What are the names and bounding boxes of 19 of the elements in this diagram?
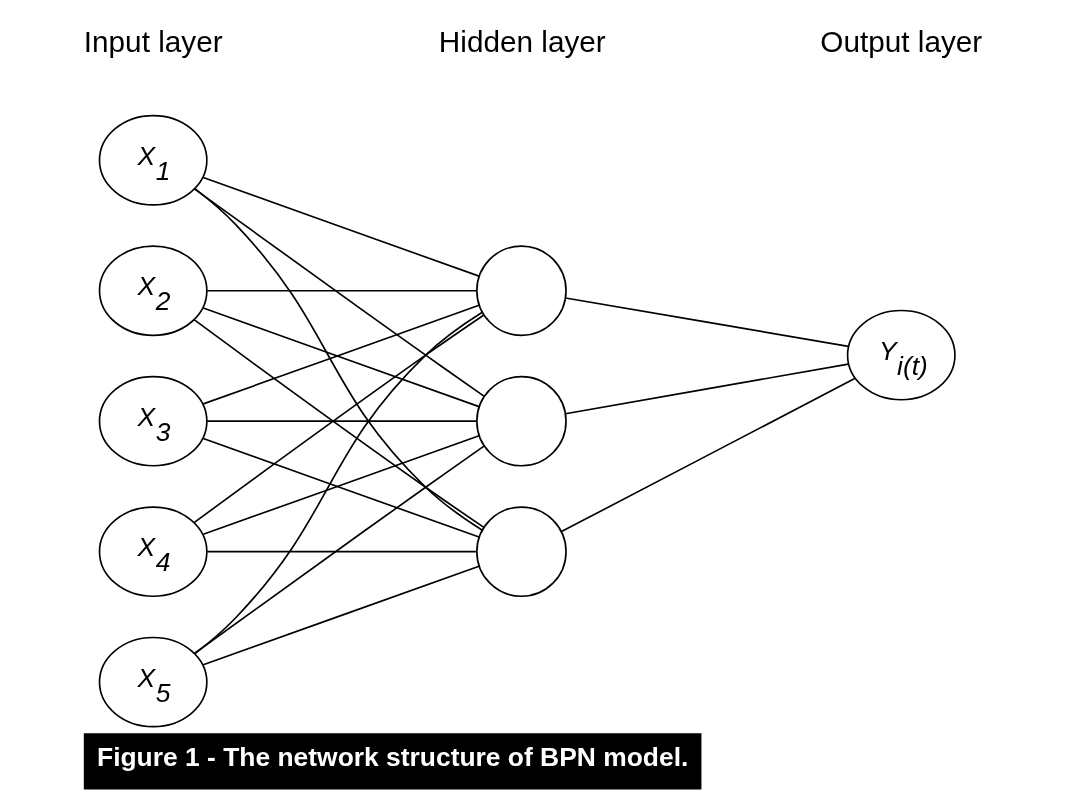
connector bbox=[205, 289, 478, 292]
node-circle bbox=[475, 375, 567, 467]
label: Output layer bbox=[819, 24, 982, 58]
connector bbox=[564, 297, 849, 348]
connector bbox=[193, 187, 483, 531]
connector bbox=[205, 550, 478, 553]
connector bbox=[193, 311, 483, 655]
connector bbox=[564, 363, 849, 415]
connector bbox=[201, 565, 480, 666]
connector bbox=[193, 445, 485, 655]
connector bbox=[201, 176, 480, 277]
connector bbox=[560, 377, 856, 533]
label: Input layer bbox=[83, 24, 223, 58]
connector bbox=[193, 188, 485, 397]
label: Hidden layer bbox=[438, 24, 606, 58]
caption: Figure 1 - The network structure of BPN model. bbox=[96, 742, 688, 772]
connector bbox=[205, 420, 478, 422]
node-circle bbox=[475, 506, 567, 598]
node-circle bbox=[475, 245, 567, 337]
